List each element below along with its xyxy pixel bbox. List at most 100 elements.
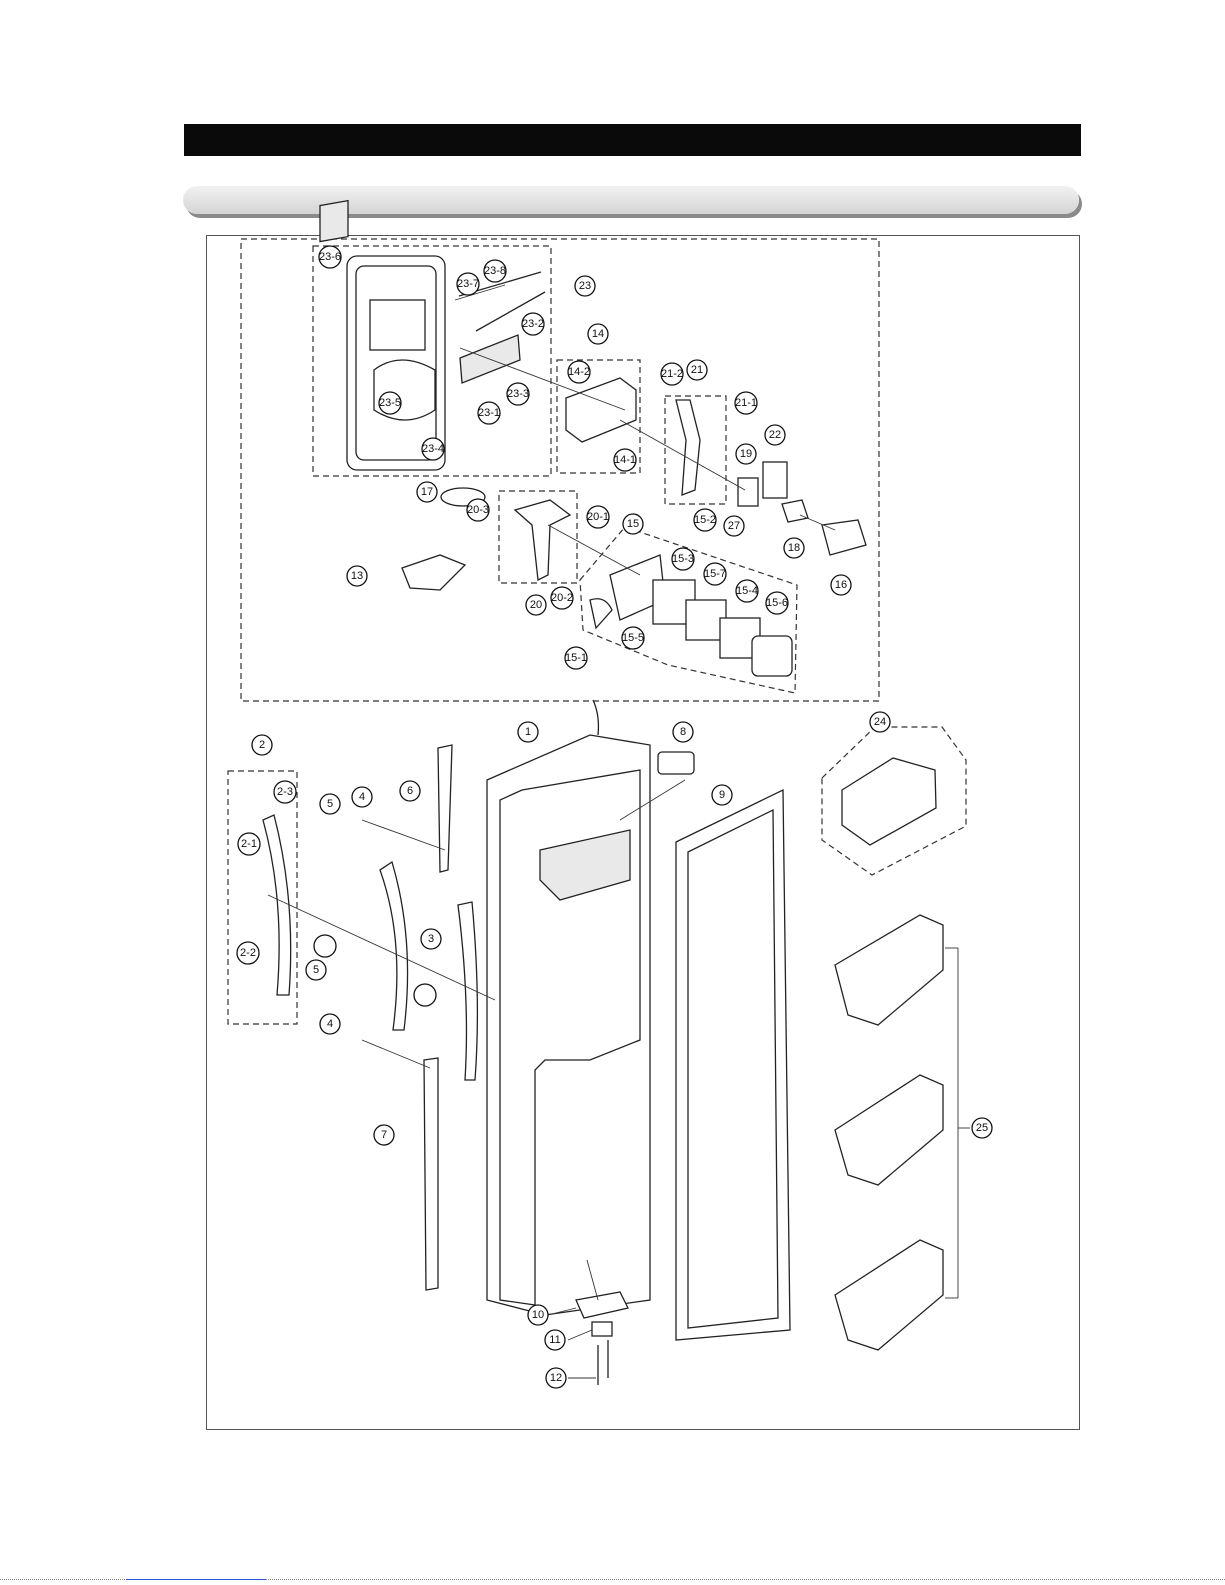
svg-text:15-2: 15-2 bbox=[694, 514, 716, 526]
callout-20-2: 20-2 bbox=[551, 587, 573, 609]
callout-20-1: 20-1 bbox=[587, 506, 609, 528]
part-8 bbox=[658, 752, 694, 774]
callout-23-4: 23-4 bbox=[422, 438, 444, 460]
svg-text:15-5: 15-5 bbox=[622, 632, 644, 644]
module-14 bbox=[566, 378, 636, 442]
svg-text:15: 15 bbox=[627, 518, 639, 530]
svg-text:23-8: 23-8 bbox=[484, 265, 506, 277]
callout-15: 15 bbox=[623, 514, 643, 534]
callout-18: 18 bbox=[784, 538, 804, 558]
svg-text:15-3: 15-3 bbox=[672, 553, 694, 565]
svg-text:23: 23 bbox=[579, 280, 591, 292]
callout-7: 7 bbox=[374, 1125, 394, 1145]
svg-text:23-7: 23-7 bbox=[457, 278, 479, 290]
callout-15-6: 15-6 bbox=[766, 592, 788, 614]
callout-15-2: 15-2 bbox=[694, 509, 716, 531]
svg-text:2-3: 2-3 bbox=[277, 786, 293, 798]
handle-2-1 bbox=[263, 815, 291, 995]
part-16 bbox=[822, 520, 866, 555]
callout-15-5: 15-5 bbox=[622, 627, 644, 649]
svg-text:8: 8 bbox=[680, 726, 686, 738]
svg-text:4: 4 bbox=[359, 791, 365, 803]
door-gasket-inner bbox=[688, 810, 778, 1328]
part-15-1 bbox=[590, 599, 612, 628]
callout-20-3: 20-3 bbox=[467, 499, 489, 521]
svg-text:19: 19 bbox=[740, 448, 752, 460]
svg-text:11: 11 bbox=[549, 1334, 560, 1346]
callout-24: 24 bbox=[870, 712, 890, 732]
svg-text:5: 5 bbox=[313, 964, 319, 976]
callout-21: 21 bbox=[687, 360, 707, 380]
svg-text:23-4: 23-4 bbox=[422, 443, 444, 455]
callout-23-2: 23-2 bbox=[522, 313, 544, 335]
svg-text:15-1: 15-1 bbox=[565, 652, 587, 664]
part-11 bbox=[592, 1322, 612, 1336]
svg-text:23-2: 23-2 bbox=[522, 318, 544, 330]
callout-25: 25 bbox=[972, 1118, 992, 1138]
callout-15-4: 15-4 bbox=[736, 580, 758, 602]
callout-3: 3 bbox=[421, 929, 441, 949]
svg-text:5: 5 bbox=[327, 798, 333, 810]
svg-text:21-2: 21-2 bbox=[661, 368, 683, 380]
lever-21 bbox=[676, 400, 700, 495]
callout-16: 16 bbox=[831, 575, 851, 595]
callout-21-1: 21-1 bbox=[735, 392, 757, 414]
part-22 bbox=[763, 462, 787, 498]
callout-15-1: 15-1 bbox=[565, 647, 587, 669]
svg-text:21: 21 bbox=[691, 364, 703, 376]
part-15-6 bbox=[752, 636, 792, 676]
svg-text:10: 10 bbox=[532, 1309, 544, 1321]
callout-15-7: 15-7 bbox=[704, 563, 726, 585]
callout-5b: 5 bbox=[306, 960, 326, 980]
callout-13: 13 bbox=[347, 566, 367, 586]
callout-23-6: 23-6 bbox=[319, 246, 341, 268]
svg-text:4: 4 bbox=[327, 1018, 333, 1030]
svg-text:20: 20 bbox=[530, 599, 542, 611]
callout-17: 17 bbox=[417, 482, 437, 502]
callout-10: 10 bbox=[528, 1305, 548, 1325]
callout-5a: 5 bbox=[320, 794, 340, 814]
callout-23-3: 23-3 bbox=[507, 383, 529, 405]
callout-2-1: 2-1 bbox=[238, 833, 260, 855]
callout-23-1: 23-1 bbox=[478, 402, 500, 424]
svg-text:2: 2 bbox=[259, 739, 265, 751]
bin-25-middle bbox=[835, 1075, 943, 1185]
svg-text:20-1: 20-1 bbox=[587, 511, 609, 523]
footer-link-underline[interactable] bbox=[126, 1579, 266, 1580]
callout-9: 9 bbox=[712, 785, 732, 805]
callout-14: 14 bbox=[588, 324, 608, 344]
svg-text:21-1: 21-1 bbox=[735, 397, 757, 409]
svg-text:12: 12 bbox=[550, 1372, 562, 1384]
svg-text:3: 3 bbox=[428, 933, 434, 945]
svg-text:9: 9 bbox=[719, 789, 725, 801]
callout-14-1: 14-1 bbox=[614, 449, 636, 471]
callout-4b: 4 bbox=[320, 1014, 340, 1034]
svg-text:23-3: 23-3 bbox=[507, 388, 529, 400]
callout-2-3: 2-3 bbox=[274, 781, 296, 803]
callout-1: 1 bbox=[518, 722, 538, 742]
callout-23-8: 23-8 bbox=[484, 260, 506, 282]
callout-22: 22 bbox=[765, 425, 785, 445]
svg-text:22: 22 bbox=[769, 429, 781, 441]
callout-19: 19 bbox=[736, 444, 756, 464]
svg-text:20-3: 20-3 bbox=[467, 504, 489, 516]
part-23-6 bbox=[320, 201, 348, 242]
bin-25-bottom bbox=[835, 1240, 943, 1350]
callout-2: 2 bbox=[252, 735, 272, 755]
callout-blank-b bbox=[414, 984, 436, 1006]
callout-11: 11 bbox=[545, 1330, 565, 1350]
svg-text:14-1: 14-1 bbox=[614, 454, 636, 466]
svg-text:18: 18 bbox=[788, 542, 800, 554]
callout-23-5: 23-5 bbox=[379, 392, 401, 414]
part-19 bbox=[738, 478, 758, 506]
svg-text:24: 24 bbox=[874, 716, 886, 728]
svg-text:16: 16 bbox=[835, 579, 847, 591]
callout-23-7: 23-7 bbox=[457, 273, 479, 295]
svg-text:15-6: 15-6 bbox=[766, 597, 788, 609]
callout-21-2: 21-2 bbox=[661, 363, 683, 385]
svg-text:15-7: 15-7 bbox=[704, 568, 726, 580]
svg-text:1: 1 bbox=[525, 726, 531, 738]
lever-20 bbox=[515, 500, 570, 580]
svg-text:23-1: 23-1 bbox=[478, 407, 500, 419]
